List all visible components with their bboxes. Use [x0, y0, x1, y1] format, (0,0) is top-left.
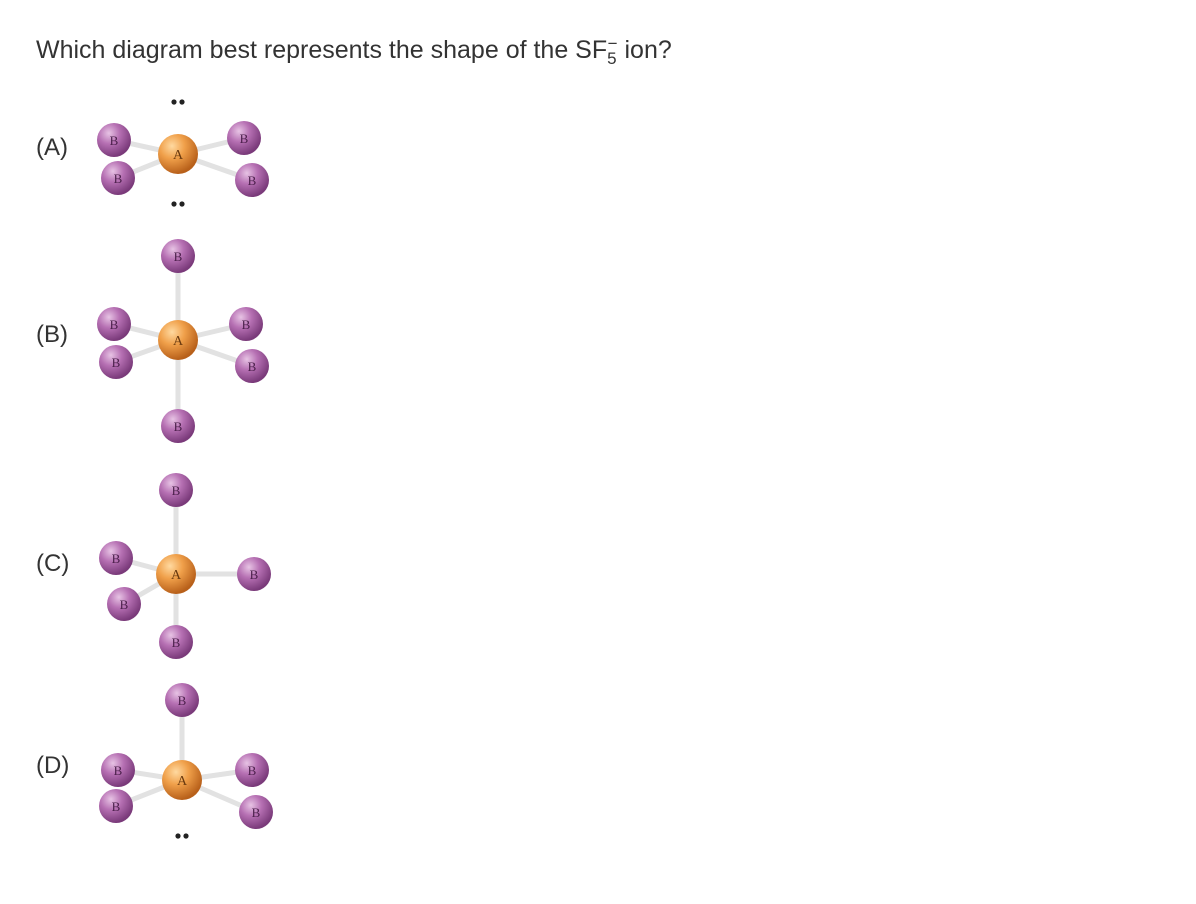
- outer-atom-top: B: [159, 473, 193, 507]
- question-prefix: Which diagram best represents the shape …: [36, 36, 608, 64]
- outer-atom-b3: B: [229, 307, 263, 341]
- outer-atom-b1: B: [99, 541, 133, 575]
- outer-atom-b3: B: [227, 121, 261, 155]
- svg-text:A: A: [177, 774, 188, 789]
- outer-atom-b2: B: [107, 587, 141, 621]
- svg-text:B: B: [252, 805, 261, 820]
- option-c[interactable]: (C) B B B A B B: [0, 462, 320, 672]
- outer-atom-top: B: [161, 239, 195, 273]
- outer-atom-bottom: B: [161, 409, 195, 443]
- question-suffix: ion?: [617, 36, 672, 64]
- svg-text:A: A: [173, 334, 184, 349]
- outer-atom-b2: B: [99, 345, 133, 379]
- svg-text:B: B: [112, 551, 121, 566]
- svg-text:B: B: [110, 133, 119, 148]
- central-atom-a: A: [162, 760, 202, 800]
- central-atom-a: A: [158, 320, 198, 360]
- option-c-label: (C): [36, 550, 70, 577]
- svg-text:B: B: [174, 249, 183, 264]
- svg-text:B: B: [174, 419, 183, 434]
- svg-text:A: A: [173, 148, 184, 163]
- outer-atom-b1: B: [97, 123, 131, 157]
- outer-atom-bottom: B: [159, 625, 193, 659]
- lone-pair-top: [171, 99, 185, 105]
- option-a[interactable]: (A) B B A B B: [0, 92, 320, 212]
- outer-atom-b1: B: [97, 307, 131, 341]
- question-superscript: −: [607, 34, 618, 53]
- svg-text:B: B: [178, 693, 187, 708]
- svg-text:B: B: [172, 483, 181, 498]
- svg-text:B: B: [114, 763, 123, 778]
- outer-atom-b2: B: [99, 789, 133, 823]
- lone-pair-bottom: [171, 201, 185, 207]
- option-d-diagram: B B B A B B: [99, 683, 273, 839]
- question-text: Which diagram best represents the shape …: [36, 34, 672, 68]
- svg-text:B: B: [248, 763, 257, 778]
- outer-atom-b4: B: [239, 795, 273, 829]
- outer-atom-b4: B: [235, 163, 269, 197]
- svg-text:B: B: [120, 597, 129, 612]
- option-b-label: (B): [36, 321, 68, 348]
- outer-atom-b3: B: [237, 557, 271, 591]
- option-b-diagram: B B B A B B B: [97, 239, 269, 443]
- central-atom-a: A: [156, 554, 196, 594]
- svg-text:B: B: [248, 359, 257, 374]
- outer-atom-top: B: [165, 683, 199, 717]
- option-d-label: (D): [36, 752, 70, 779]
- svg-text:B: B: [242, 317, 251, 332]
- svg-text:B: B: [248, 173, 257, 188]
- svg-text:B: B: [110, 317, 119, 332]
- outer-atom-b3: B: [235, 753, 269, 787]
- option-c-diagram: B B B A B B: [99, 473, 271, 659]
- option-b[interactable]: (B) B B B A B B B: [0, 228, 320, 448]
- outer-atom-b1: B: [101, 753, 135, 787]
- svg-text:B: B: [250, 567, 259, 582]
- outer-atom-b4: B: [235, 349, 269, 383]
- svg-text:B: B: [172, 635, 181, 650]
- question-subscript: 5: [607, 49, 617, 68]
- option-a-label: (A): [36, 134, 68, 161]
- outer-atom-b2: B: [101, 161, 135, 195]
- central-atom-a: A: [158, 134, 198, 174]
- svg-text:B: B: [112, 355, 121, 370]
- option-d[interactable]: (D) B B B A B B: [0, 676, 320, 856]
- svg-text:B: B: [240, 131, 249, 146]
- svg-text:A: A: [171, 568, 182, 583]
- option-a-diagram: B B A B B: [97, 99, 269, 207]
- svg-text:B: B: [114, 171, 123, 186]
- svg-text:B: B: [112, 799, 121, 814]
- lone-pair-bottom: [175, 833, 189, 839]
